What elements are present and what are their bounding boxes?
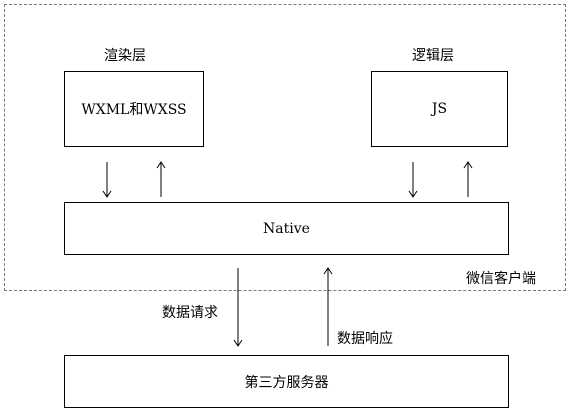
data-response-arrow (323, 267, 333, 346)
native-to-logic-arrow (463, 161, 473, 197)
data-response-label: 数据响应 (337, 331, 393, 347)
render-layer-box: WXML和WXSS (64, 71, 204, 147)
render-layer-box-label: WXML和WXSS (81, 102, 187, 118)
native-to-render-arrow (156, 161, 166, 197)
data-request-arrow (233, 268, 243, 347)
render-to-native-arrow (102, 162, 112, 198)
data-request-label: 数据请求 (162, 305, 218, 321)
native-box-label: Native (263, 220, 310, 237)
logic-layer-box-label: JS (431, 101, 448, 117)
logic-layer-title: 逻辑层 (412, 48, 454, 64)
wechat-client-frame (4, 4, 566, 291)
wechat-client-label: 微信客户端 (466, 271, 536, 287)
third-party-server-label: 第三方服务器 (244, 374, 329, 391)
native-box: Native (64, 202, 509, 255)
logic-layer-box: JS (371, 71, 508, 147)
logic-to-native-arrow (408, 162, 418, 198)
third-party-server-box: 第三方服务器 (64, 355, 509, 408)
render-layer-title: 渲染层 (104, 48, 146, 64)
